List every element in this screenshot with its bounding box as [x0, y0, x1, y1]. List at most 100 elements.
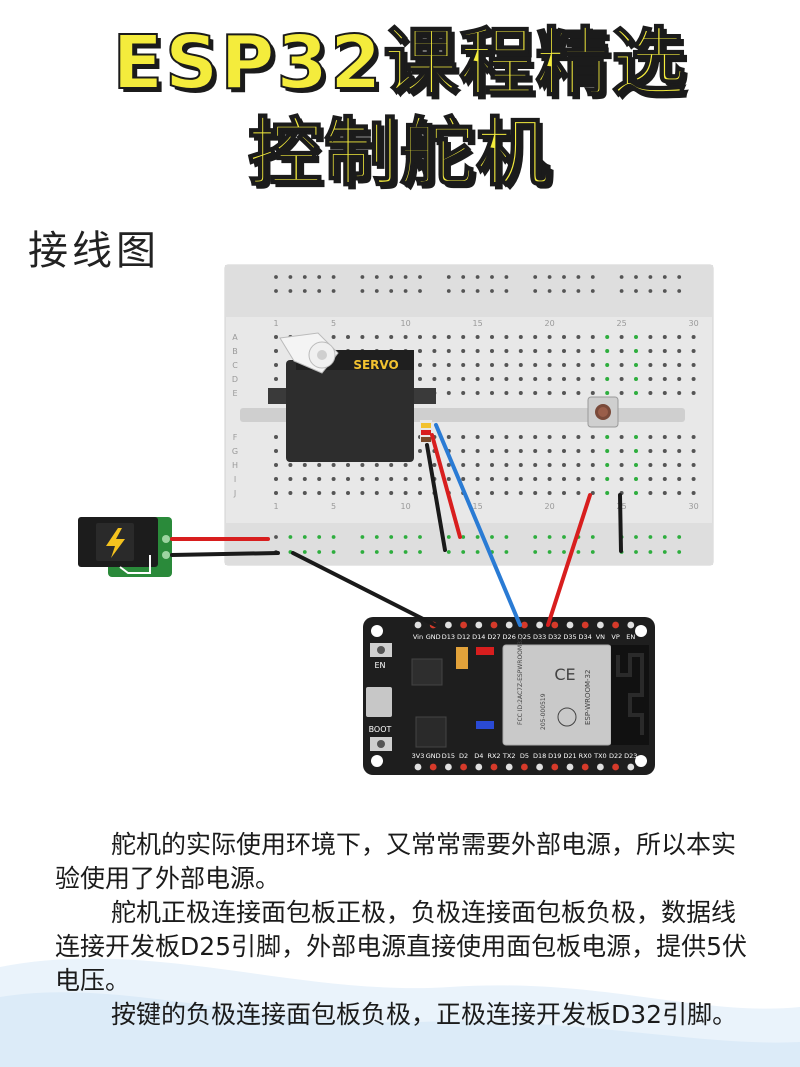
breadboard-hole [590, 377, 595, 381]
breadboard-hole [317, 289, 322, 293]
breadboard-hole [331, 477, 336, 481]
breadboard-hole [504, 363, 509, 367]
breadboard-hole [590, 491, 595, 495]
breadboard-hole [274, 463, 278, 467]
breadboard-hole [288, 463, 293, 467]
breadboard-hole [677, 550, 682, 554]
breadboard-hole [634, 391, 638, 395]
breadboard-hole [590, 463, 595, 467]
breadboard-hole [504, 535, 509, 539]
breadboard-hole [691, 477, 696, 481]
breadboard-hole [562, 535, 566, 539]
description: 舵机的实际使用环境下，又常常需要外部电源，所以本实验使用了外部电源。 舵机正极连… [55, 828, 755, 1032]
breadboard-row-letter: D [232, 375, 238, 384]
breadboard-hole [317, 463, 322, 467]
breadboard-hole [274, 449, 278, 453]
breadboard-hole [605, 491, 610, 495]
breadboard-hole [533, 449, 538, 453]
breadboard-hole [317, 491, 322, 495]
breadboard-hole [662, 275, 667, 279]
breadboard-hole [677, 349, 682, 353]
breadboard-hole [374, 463, 379, 467]
breadboard-hole [374, 335, 379, 339]
breadboard-hole [547, 491, 552, 495]
breadboard-hole [648, 335, 653, 339]
breadboard-hole [691, 349, 696, 353]
breadboard-hole [562, 463, 566, 467]
breadboard-hole [418, 491, 422, 495]
breadboard-hole [547, 363, 552, 367]
esp32-pin [612, 763, 619, 771]
breadboard-hole [490, 391, 494, 395]
breadboard-hole [634, 491, 638, 495]
esp32-pin-label: D27 [487, 633, 500, 641]
breadboard-hole [504, 289, 509, 293]
breadboard-hole [432, 349, 437, 353]
esp32-pin-label: 3V3 [412, 752, 425, 760]
breadboard-hole [576, 477, 581, 481]
breadboard-hole [418, 535, 422, 539]
esp32-pin-label: D25 [518, 633, 531, 641]
background-wave [0, 958, 800, 1067]
breadboard-hole [562, 275, 566, 279]
breadboard-hole [518, 377, 523, 381]
esp32-pin [490, 621, 498, 629]
breadboard-hole [533, 463, 538, 467]
breadboard-hole [475, 535, 480, 539]
breadboard-hole [648, 435, 653, 439]
breadboard-hole [475, 349, 480, 353]
breadboard-hole [619, 289, 624, 293]
esp32-pin [536, 621, 543, 629]
esp32-pin [551, 621, 559, 629]
breadboard-hole [475, 435, 480, 439]
esp32-pin [581, 763, 589, 771]
breadboard-hole [677, 391, 682, 395]
breadboard-hole [562, 335, 566, 339]
esp32-pin [429, 763, 437, 771]
breadboard-hole [331, 275, 336, 279]
esp32-pin [414, 763, 422, 771]
breadboard-hole [461, 289, 466, 293]
breadboard-hole [605, 435, 610, 439]
breadboard-hole [346, 477, 350, 481]
esp32-pin-label: VN [596, 633, 605, 641]
breadboard-hole [576, 550, 581, 554]
breadboard-hole [619, 275, 624, 279]
breadboard-hole [490, 435, 494, 439]
breadboard-hole [374, 275, 379, 279]
breadboard-hole [533, 363, 538, 367]
breadboard-hole [605, 449, 610, 453]
breadboard-hole [288, 491, 293, 495]
breadboard-hole [677, 535, 682, 539]
breadboard-hole [504, 335, 509, 339]
breadboard-hole [576, 377, 581, 381]
breadboard-hole [662, 435, 667, 439]
breadboard-hole [562, 349, 566, 353]
breadboard-hole [677, 335, 682, 339]
breadboard-hole [619, 349, 624, 353]
breadboard-hole [619, 391, 624, 395]
breadboard-hole [418, 335, 422, 339]
en-button-label: EN [374, 661, 385, 670]
breadboard-hole [418, 377, 422, 381]
breadboard-hole [547, 449, 552, 453]
breadboard-hole [562, 377, 566, 381]
breadboard-hole [389, 550, 394, 554]
esp32-pin [627, 621, 635, 629]
breadboard-hole [446, 289, 451, 293]
esp32-pin [566, 621, 574, 629]
boot-button-label: BOOT [369, 725, 392, 734]
breadboard-hole [518, 391, 523, 395]
breadboard-hole [446, 391, 451, 395]
breadboard-hole [518, 435, 523, 439]
breadboard-hole [677, 363, 682, 367]
breadboard-hole [576, 449, 581, 453]
breadboard-hole [691, 363, 696, 367]
breadboard-hole [490, 491, 494, 495]
breadboard-hole [605, 349, 610, 353]
breadboard-hole [691, 449, 696, 453]
breadboard-hole [274, 275, 278, 279]
breadboard-hole [403, 550, 408, 554]
breadboard-hole [446, 377, 451, 381]
breadboard-hole [648, 377, 653, 381]
